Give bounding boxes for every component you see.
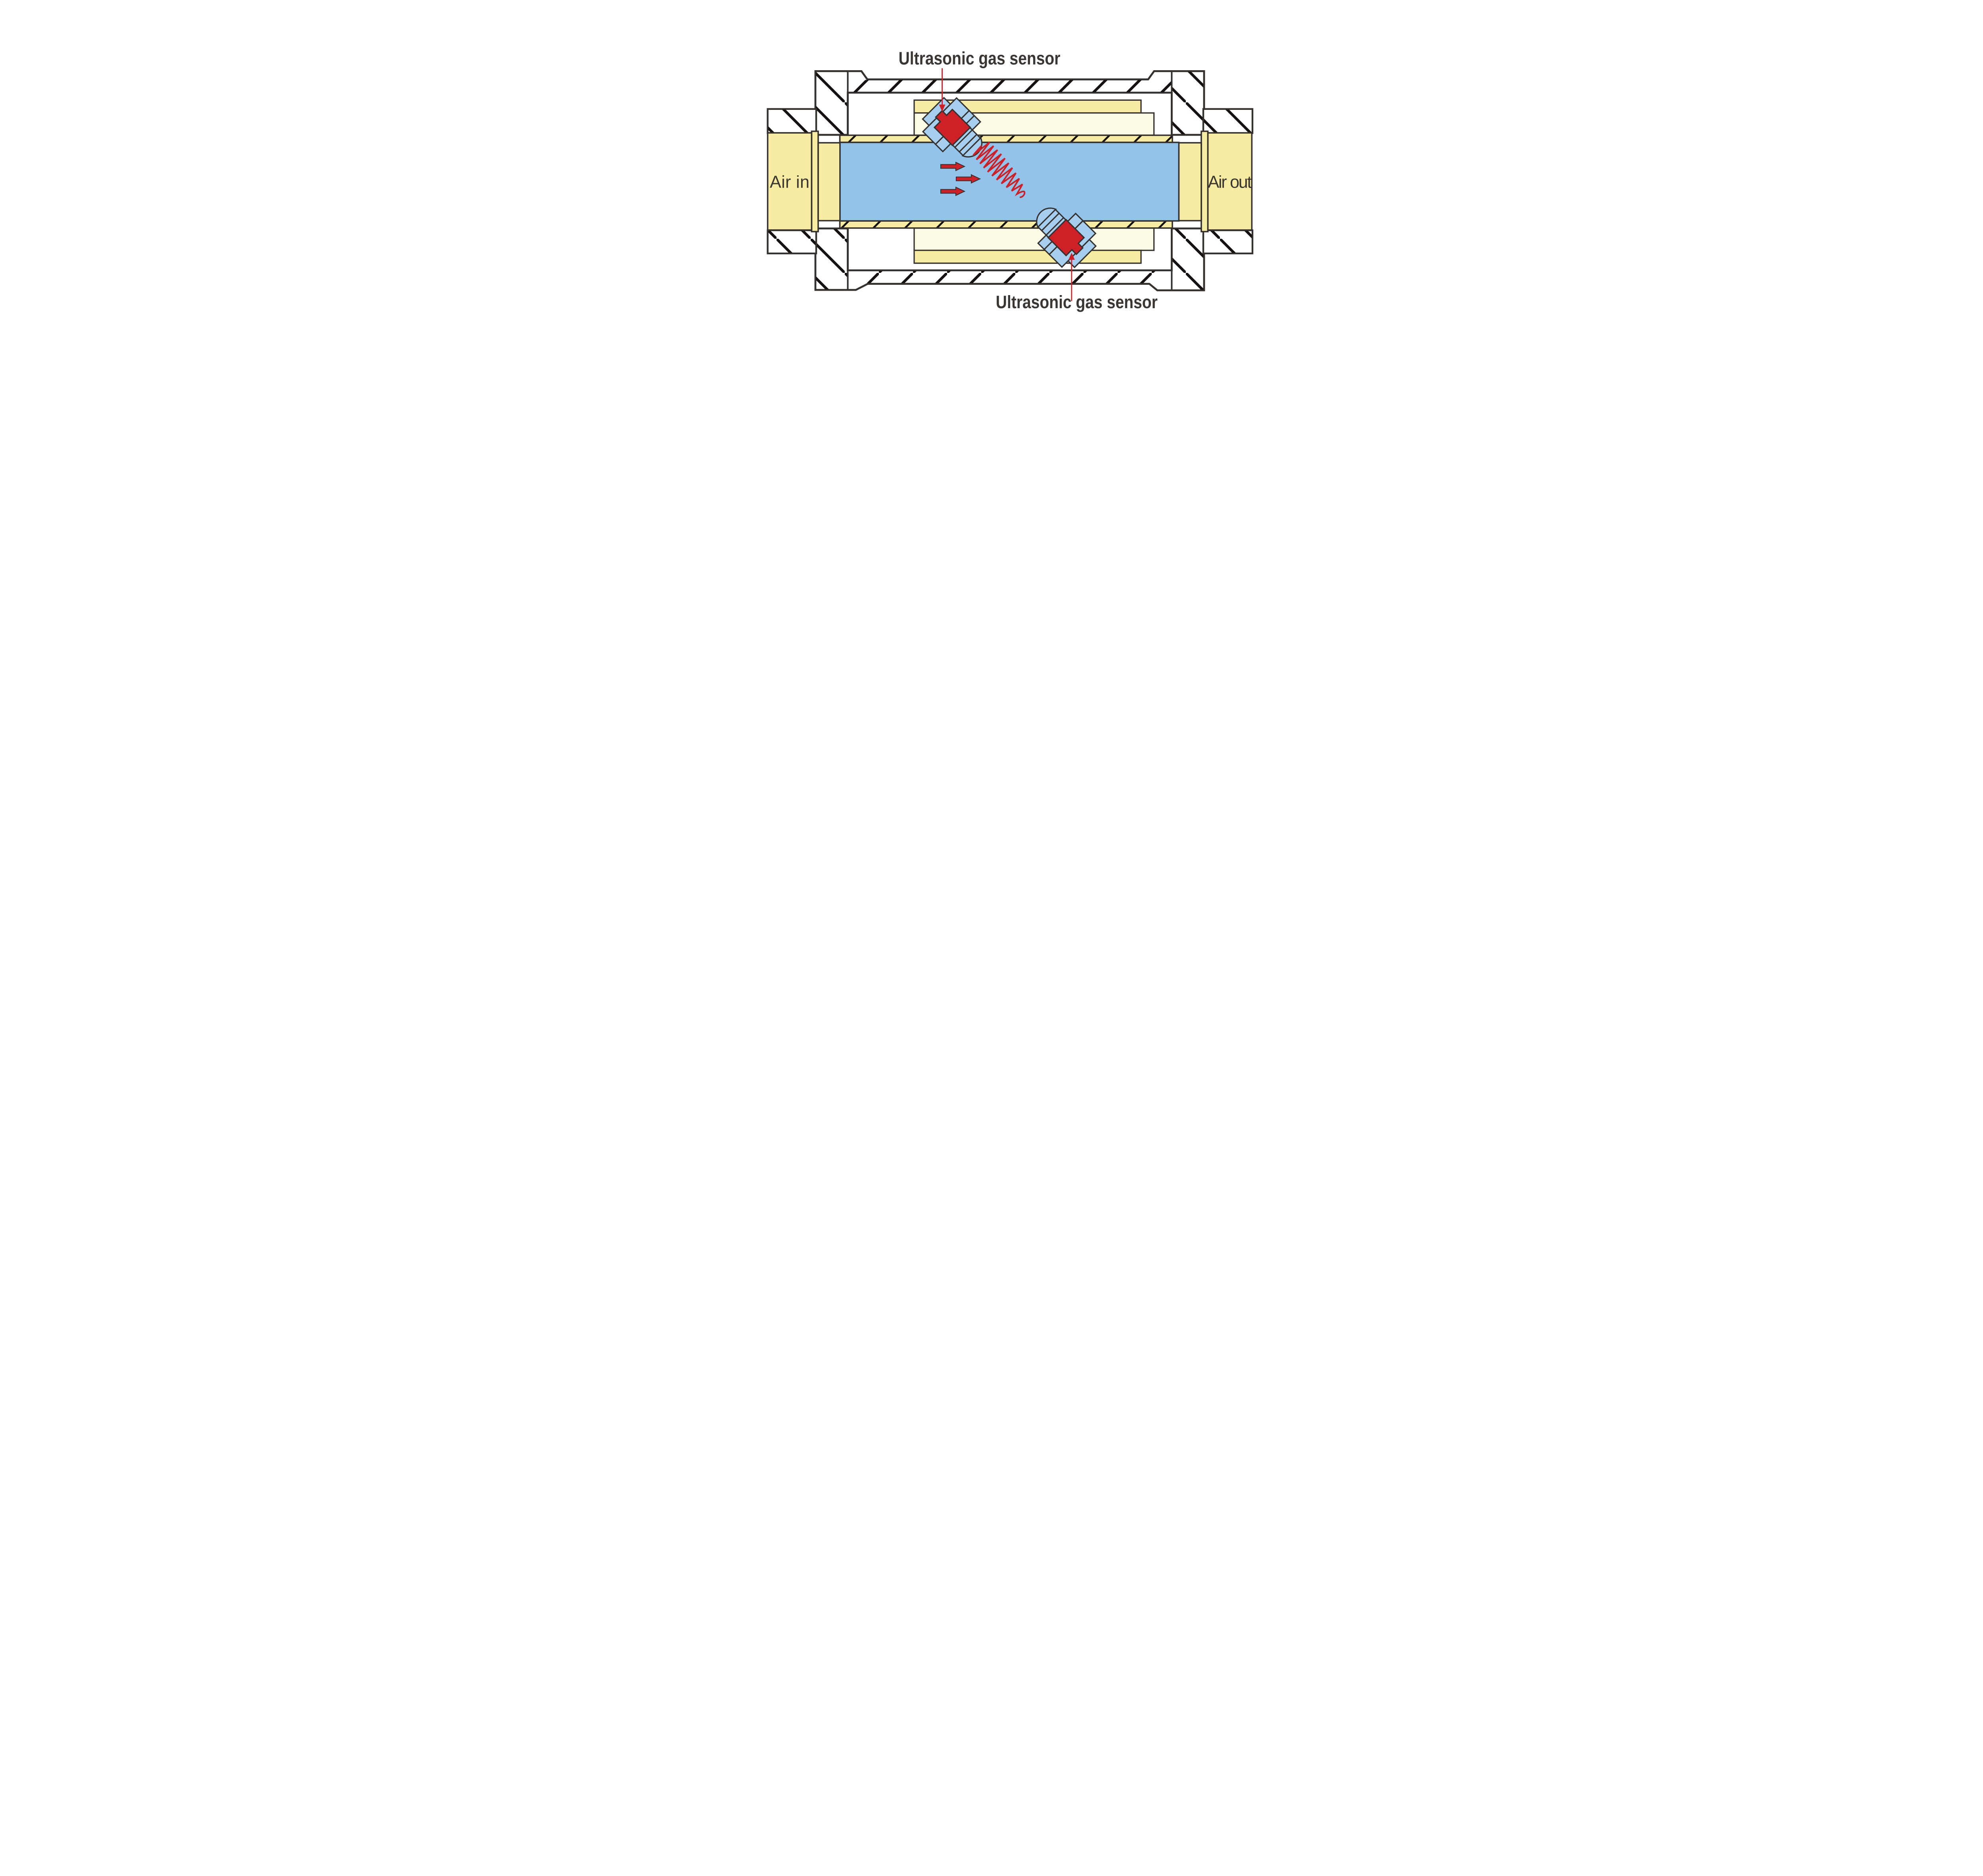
ultrasound-wave (972, 142, 1026, 198)
label-air-out: Air out (1208, 173, 1252, 192)
hatch-overlay (848, 271, 1172, 283)
pipe-fittings (767, 130, 1253, 232)
hatch-overlay (1172, 72, 1204, 134)
liner-cream-bottom (913, 227, 1155, 251)
liner-yellow-bottom (913, 249, 1142, 264)
inlet-nozzle (817, 142, 841, 222)
inlet-washer (811, 130, 819, 232)
diagram-page: Ultrasonic gas sensor Ultrasonic gas sen… (674, 0, 1309, 375)
label-sensor-top: Ultrasonic gas sensor (899, 48, 1061, 68)
callout-top (939, 68, 945, 112)
hatch-overlay (816, 72, 847, 134)
inlet-port (767, 132, 813, 231)
outlet-nozzle (1178, 142, 1202, 222)
label-air-in: Air in (770, 173, 809, 192)
hatch-overlay (816, 229, 847, 290)
hatch-overlay (848, 80, 1172, 92)
hatch-overlay (1204, 109, 1252, 132)
casing-bottom-flange-lines (847, 229, 1173, 290)
casing-top-flange-lines (847, 72, 1173, 134)
outlet-washer (1201, 130, 1209, 232)
hatch-overlay (768, 231, 816, 253)
flange-blocks (767, 108, 1254, 255)
callout-bottom (1068, 253, 1075, 301)
callout-arrowhead (1068, 253, 1075, 260)
hatch-overlay (1172, 229, 1204, 290)
ultrasonic-flow-sensor-diagram: Ultrasonic gas sensor Ultrasonic gas sen… (767, 48, 1254, 312)
callout-arrowhead (939, 104, 945, 112)
channel-wall-top (839, 134, 1173, 143)
hatch-overlay (768, 109, 816, 132)
outlet-port (1207, 132, 1253, 231)
hatch-overlay (1204, 231, 1252, 253)
label-sensor-bottom: Ultrasonic gas sensor (996, 292, 1158, 312)
channel-wall-bottom (839, 220, 1173, 229)
